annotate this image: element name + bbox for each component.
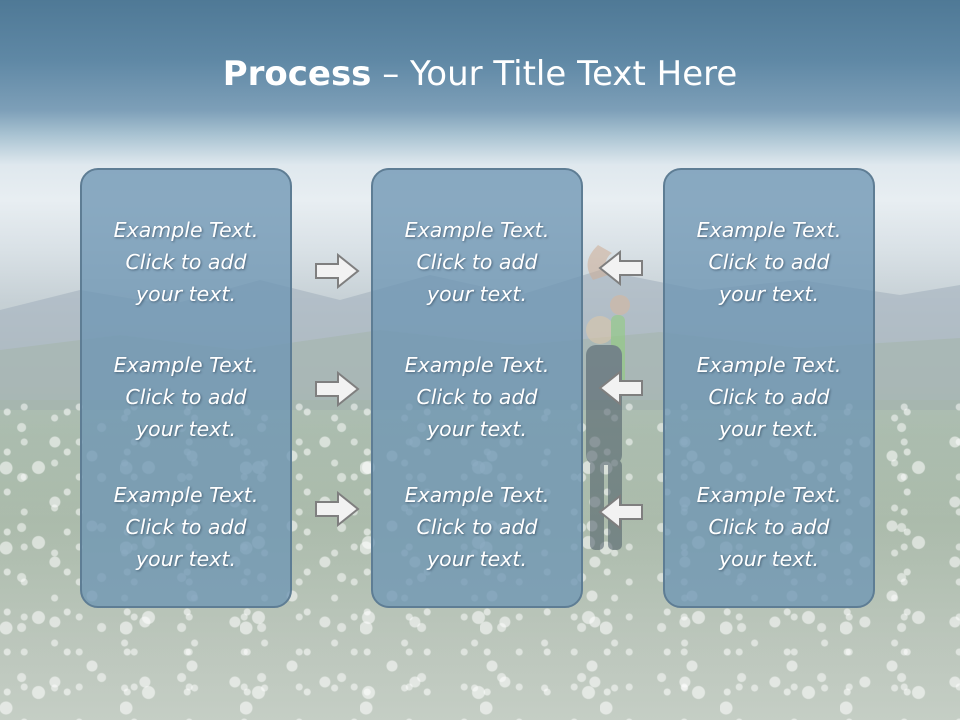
text-placeholder[interactable]: Example Text. Click to add your text. (404, 483, 550, 571)
left-arrow-icon (598, 370, 643, 406)
text-placeholder[interactable]: Example Text. Click to add your text. (696, 483, 842, 571)
process-box-center[interactable]: Example Text. Click to add your text. Ex… (371, 168, 583, 608)
text-placeholder[interactable]: Example Text. Click to add your text. (404, 353, 550, 441)
text-placeholder[interactable]: Example Text. Click to add your text. (113, 483, 259, 571)
process-box-right[interactable]: Example Text. Click to add your text. Ex… (663, 168, 875, 608)
text-placeholder[interactable]: Example Text. Click to add your text. (404, 218, 550, 306)
process-box-left[interactable]: Example Text. Click to add your text. Ex… (80, 168, 292, 608)
slide-title[interactable]: Process – Your Title Text Here (0, 52, 960, 96)
text-placeholder[interactable]: Example Text. Click to add your text. (113, 353, 259, 441)
left-arrow-icon (598, 250, 643, 286)
text-placeholder[interactable]: Example Text. Click to add your text. (696, 218, 842, 306)
right-arrow-icon (315, 371, 360, 407)
right-arrow-icon (315, 491, 360, 527)
text-placeholder[interactable]: Example Text. Click to add your text. (696, 353, 842, 441)
right-arrow-icon (315, 253, 360, 289)
left-arrow-icon (598, 494, 643, 530)
title-rest-part: – Your Title Text Here (371, 54, 738, 94)
title-bold-part: Process (222, 54, 372, 94)
text-placeholder[interactable]: Example Text. Click to add your text. (113, 218, 259, 306)
